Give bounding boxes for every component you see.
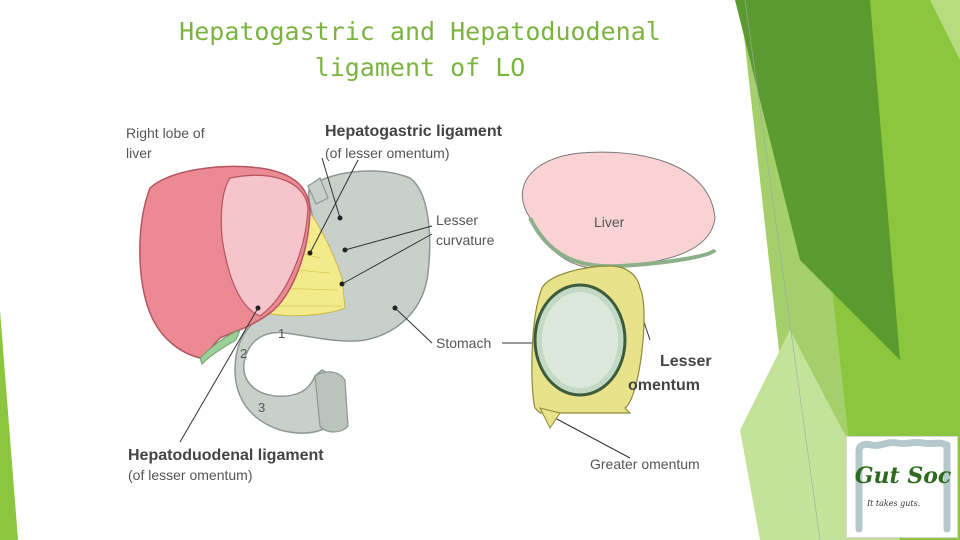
label-num-1: 1 (278, 326, 285, 341)
section-liver (521, 151, 717, 270)
label-stomach: Stomach (436, 335, 491, 351)
gut-soc-logo: Gut Soc It takes guts. (846, 436, 958, 538)
label-lesser-omentum-1: Lesser (660, 353, 712, 370)
label-right-lobe-2: liver (126, 145, 152, 161)
green-left-sliver (0, 310, 18, 540)
title-line-2: ligament of LO (314, 53, 526, 82)
section-lesser-omentum (531, 265, 645, 414)
logo-text: Gut Soc (854, 463, 952, 489)
label-liver: Liver (594, 214, 625, 230)
label-right-lobe-1: Right lobe of (126, 125, 205, 141)
label-hepatoduodenal-1: Hepatoduodenal ligament (128, 447, 324, 464)
label-hepatogastric-2: (of lesser omentum) (325, 145, 449, 161)
slide-title: Hepatogastric and Hepatoduodenal ligamen… (120, 14, 720, 86)
section-greater-omentum (539, 407, 561, 429)
logo-intestine-frame (855, 438, 951, 533)
thin-line (744, 0, 821, 540)
label-greater-omentum: Greater omentum (590, 456, 700, 472)
logo-tagline: It takes guts. (867, 499, 921, 508)
label-hepatogastric-1: Hepatogastric ligament (325, 123, 503, 140)
green-corner (930, 0, 960, 60)
label-lesser-curvature-1: Lesser (436, 212, 478, 228)
figure-numbers: 1 2 3 (240, 326, 285, 415)
title-line-1: Hepatogastric and Hepatoduodenal (179, 17, 661, 46)
liver-right-lobe (139, 165, 311, 365)
figure-labels: Right lobe of liver Hepatogastric ligame… (126, 123, 712, 483)
label-num-2: 2 (240, 346, 247, 361)
label-num-3: 3 (258, 400, 265, 415)
label-lesser-omentum-2: omentum (628, 377, 700, 394)
green-panel-dark (735, 0, 900, 360)
label-lesser-curvature-2: curvature (436, 232, 495, 248)
anatomy-figure: 1 2 3 Right lobe of liver Hepatogast (126, 123, 717, 483)
label-hepatoduodenal-2: (of lesser omentum) (128, 467, 252, 483)
